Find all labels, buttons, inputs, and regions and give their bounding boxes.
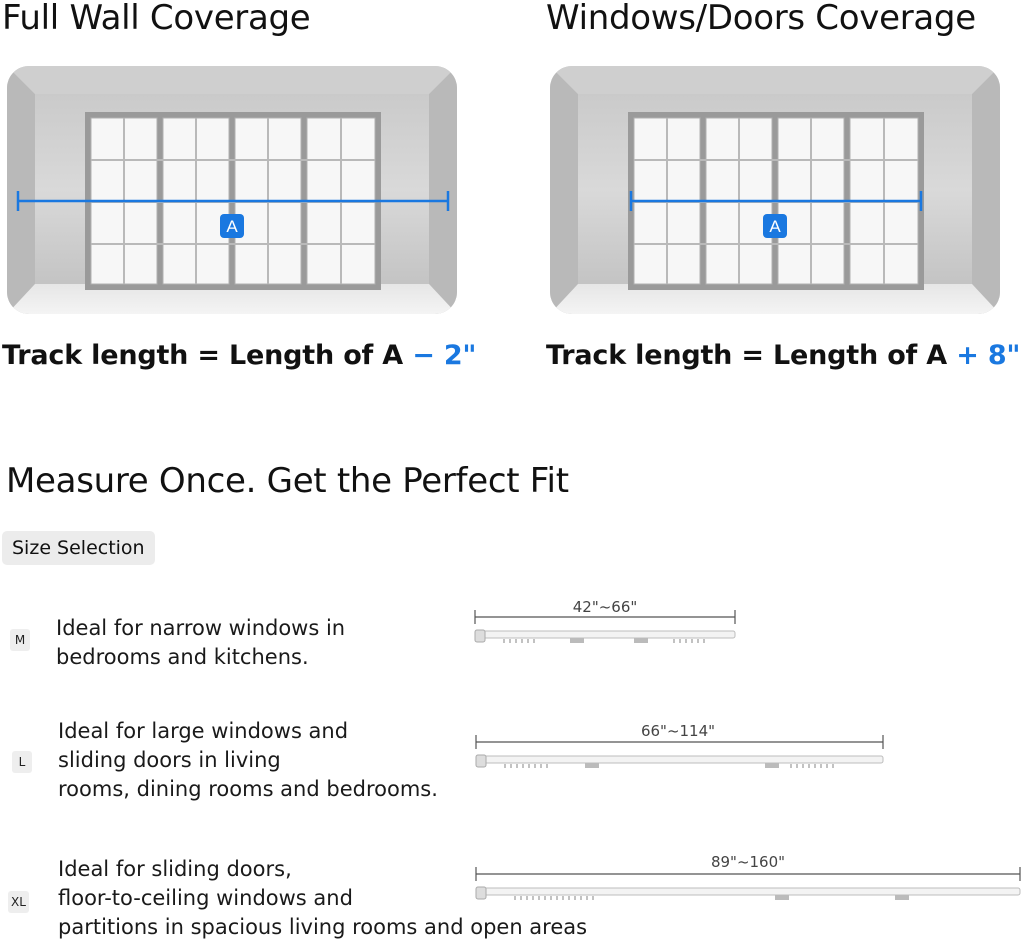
track-xl bbox=[475, 866, 1021, 906]
range-label-xl: 89"~160" bbox=[710, 853, 786, 871]
description-line: Ideal for narrow windows in bbox=[56, 616, 346, 640]
formula-text: Track length = Length of A bbox=[2, 340, 413, 371]
measure-title: Measure Once. Get the Perfect Fit bbox=[6, 461, 569, 501]
formula-delta: + 8" bbox=[956, 340, 1021, 371]
size-description-l: Ideal for large windows and sliding door… bbox=[58, 717, 438, 804]
full-wall-illustration: A bbox=[7, 66, 457, 314]
range-label-m: 42"~66" bbox=[572, 598, 638, 616]
description-line: Ideal for large windows and bbox=[58, 719, 349, 743]
size-selection-label: Size Selection bbox=[2, 531, 155, 565]
formula-delta: − 2" bbox=[412, 340, 477, 371]
description-line: rooms, dining rooms and bedrooms. bbox=[58, 777, 438, 801]
description-line: bedrooms and kitchens. bbox=[56, 645, 309, 669]
size-badge-m: M bbox=[10, 629, 30, 651]
formula-text: Track length = Length of A bbox=[546, 340, 957, 371]
description-line: floor-to-ceiling windows and bbox=[58, 886, 353, 910]
size-description-xl: Ideal for sliding doors, floor-to-ceilin… bbox=[58, 855, 587, 942]
description-line: Ideal for sliding doors, bbox=[58, 857, 292, 881]
description-line: sliding doors in living bbox=[58, 748, 281, 772]
windows-doors-formula: Track length = Length of A + 8" bbox=[546, 340, 1020, 371]
size-badge-xl: XL bbox=[8, 891, 29, 913]
description-line: partitions in spacious living rooms and … bbox=[58, 915, 588, 939]
track-m bbox=[474, 609, 736, 649]
full-wall-title: Full Wall Coverage bbox=[2, 0, 311, 38]
track-l bbox=[475, 734, 885, 774]
marker-a-label: A bbox=[226, 217, 238, 236]
marker-a-label: A bbox=[769, 217, 781, 236]
windows-doors-illustration: A bbox=[550, 66, 1000, 314]
marker-a-badge bbox=[220, 214, 244, 238]
range-label-l: 66"~114" bbox=[640, 722, 716, 740]
marker-a-badge bbox=[763, 214, 787, 238]
size-description-m: Ideal for narrow windows in bedrooms and… bbox=[56, 614, 345, 672]
windows-doors-title: Windows/Doors Coverage bbox=[546, 0, 976, 38]
full-wall-formula: Track length = Length of A − 2" bbox=[2, 340, 476, 371]
size-badge-l: L bbox=[12, 751, 32, 773]
